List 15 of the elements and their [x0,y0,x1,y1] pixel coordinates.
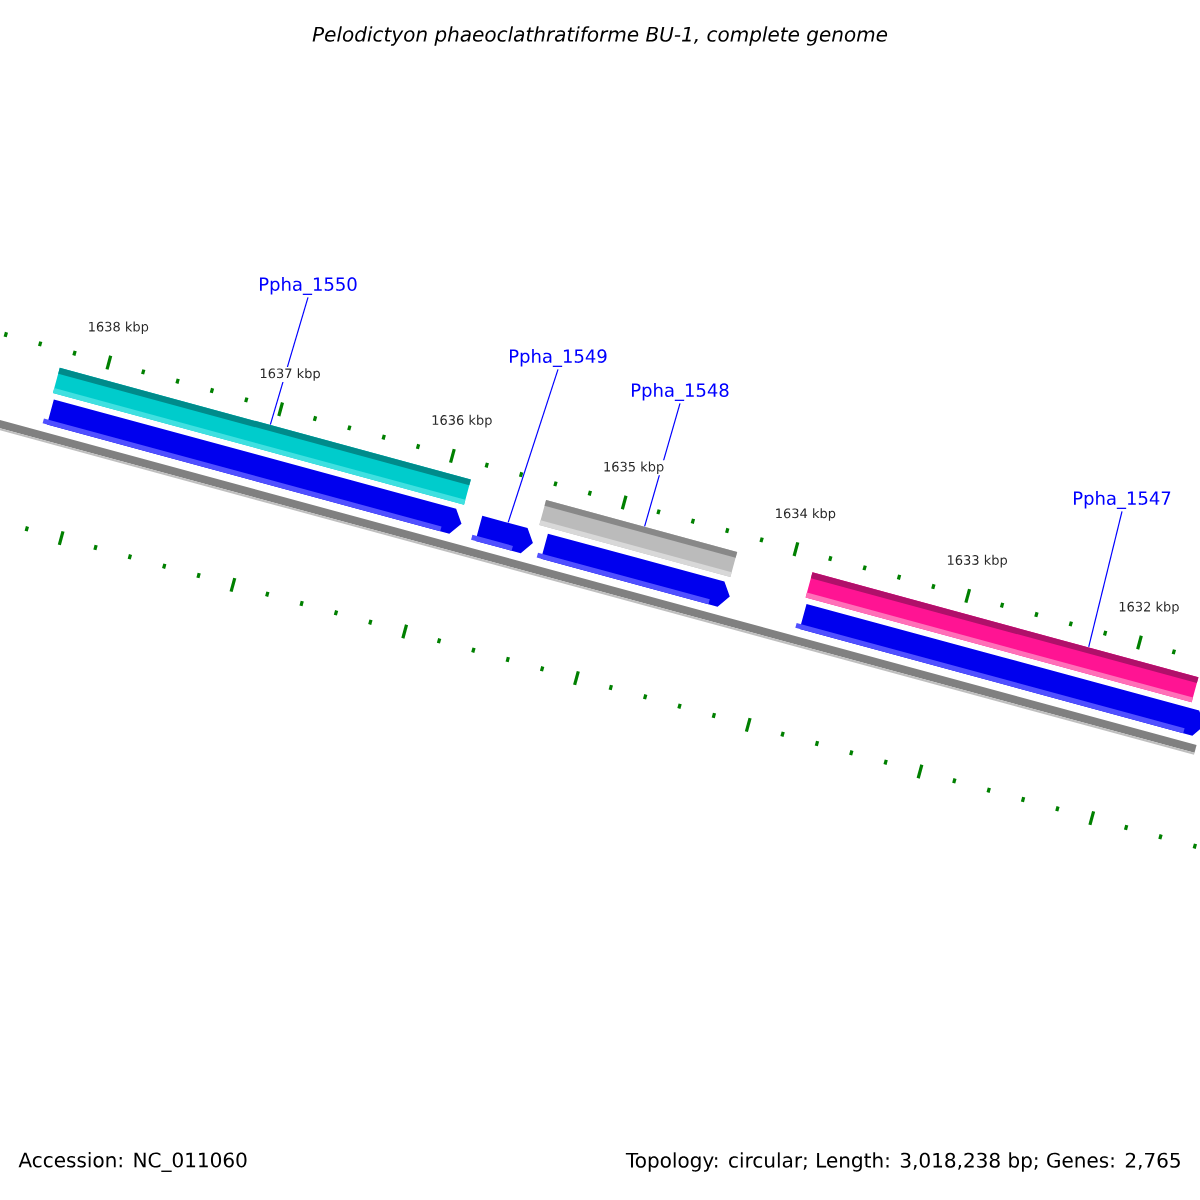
leader-line [269,296,309,426]
title: Pelodictyon phaeoclathratiforme BU-1, complete genome [312,26,888,46]
leader-line [644,402,681,527]
gene-feature [795,603,1200,736]
gene-label: Ppha_1550 [260,277,357,295]
leader-line [507,368,559,524]
gene-feature [471,515,533,554]
gene-label: Ppha_1549 [510,349,607,367]
gene-label: Ppha_1548 [632,383,729,401]
gene-feature [42,399,462,534]
genome-info: Topology: circular; Length: 3,018,238 bp; Genes: 2,765 [625,1152,1180,1172]
gene-feature [536,533,730,607]
leader-line [1088,510,1123,648]
gene-label: Ppha_1547 [1074,491,1171,509]
accession-text: Accession: NC_011060 [18,1152,247,1172]
